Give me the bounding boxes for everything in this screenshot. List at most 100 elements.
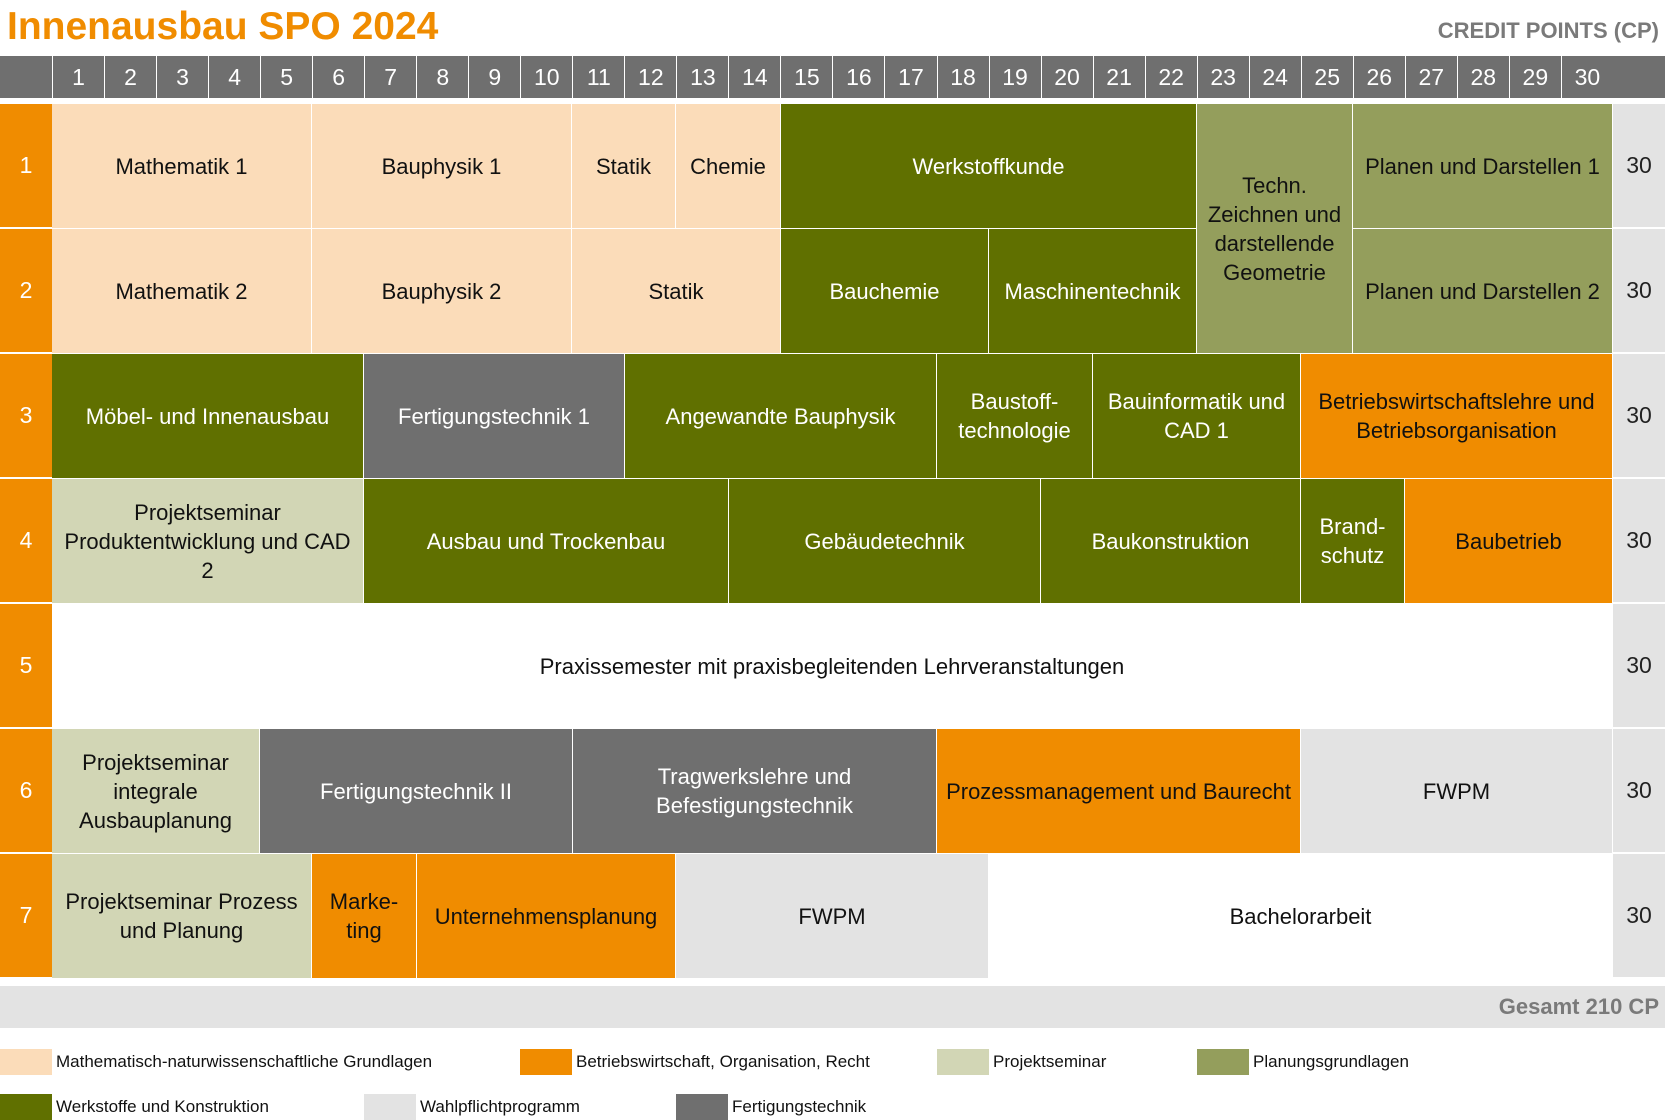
- cp-semester-3: 30: [1613, 354, 1665, 479]
- module-maschinentechnik: Maschinentechnik: [989, 229, 1197, 354]
- cp-column-28: 28: [1456, 56, 1509, 98]
- module-mathematik-1: Mathematik 1: [52, 104, 312, 229]
- module-planen-darstellen-2: Planen und Darstellen 2: [1353, 229, 1613, 354]
- legend-swatch: [676, 1094, 728, 1120]
- semester-label-3: 3: [0, 354, 52, 479]
- legend-item-planungsgrundlagen: Planungsgrundlagen: [1197, 1049, 1409, 1075]
- semester-label-4: 4: [0, 479, 52, 604]
- cp-column-19: 19: [988, 56, 1041, 98]
- cp-column-7: 7: [364, 56, 416, 98]
- cp-column-16: 16: [832, 56, 884, 98]
- legend-item-fertigungstechnik: Fertigungstechnik: [676, 1094, 866, 1120]
- module-baubetrieb: Baubetrieb: [1405, 479, 1613, 604]
- cp-semester-1: 30: [1613, 104, 1665, 229]
- cp-semester-7: 30: [1613, 854, 1665, 979]
- module-baukonstruktion: Baukonstruktion: [1041, 479, 1301, 604]
- module-unternehmensplanung: Unternehmensplanung: [417, 854, 676, 979]
- cp-semester-6: 30: [1613, 729, 1665, 854]
- legend-label: Werkstoffe und Konstruktion: [56, 1097, 269, 1116]
- cp-column-20: 20: [1040, 56, 1093, 98]
- module-bauinformatik-cad-1: Bauinformatik und CAD 1: [1093, 354, 1301, 479]
- module-bachelorarbeit: Bachelorarbeit: [989, 854, 1613, 979]
- cp-column-5: 5: [260, 56, 312, 98]
- cp-column-3: 3: [156, 56, 208, 98]
- module-angewandte-bauphysik: Angewandte Bauphysik: [625, 354, 937, 479]
- cp-semester-4: 30: [1613, 479, 1665, 604]
- legend-swatch: [0, 1049, 52, 1075]
- module-fertigungstechnik-1: Fertigungstechnik 1: [364, 354, 625, 479]
- legend-swatch: [364, 1094, 416, 1120]
- cp-column-23: 23: [1196, 56, 1249, 98]
- legend-item-werkstoffe: Werkstoffe und Konstruktion: [0, 1094, 269, 1120]
- cp-semester-5: 30: [1613, 604, 1665, 729]
- legend-label: Mathematisch-naturwissenschaftliche Grun…: [56, 1052, 433, 1071]
- credit-points-label: CREDIT POINTS (CP): [1437, 18, 1659, 43]
- semester-label-5: 5: [0, 604, 52, 729]
- cp-semester-2: 30: [1613, 229, 1665, 354]
- module-prozessmanagement: Prozessmanagement und Baurecht: [937, 729, 1301, 854]
- module-mathematik-2: Mathematik 2: [52, 229, 312, 354]
- legend-swatch: [937, 1049, 989, 1075]
- module-planen-darstellen-1: Planen und Darstellen 1: [1353, 104, 1613, 229]
- module-chemie: Chemie: [676, 104, 781, 229]
- semester-label-1: 1: [0, 104, 52, 229]
- legend-swatch: [1197, 1049, 1249, 1075]
- cp-column-18: 18: [936, 56, 989, 98]
- page-title: Innenausbau SPO 2024: [7, 5, 439, 48]
- cp-column-8: 8: [416, 56, 468, 98]
- legend-label: Wahlpflichtprogramm: [420, 1097, 580, 1116]
- module-betriebswirtschaftslehre: Betriebswirtschaftslehre und Betriebsorg…: [1301, 354, 1613, 479]
- cp-column-29: 29: [1508, 56, 1561, 98]
- module-baustofftechnologie: Baustoff-technologie: [937, 354, 1093, 479]
- cp-column-9: 9: [468, 56, 520, 98]
- module-brandschutz: Brand-schutz: [1301, 479, 1405, 604]
- cp-column-15: 15: [780, 56, 832, 98]
- module-ausbau-trockenbau: Ausbau und Trockenbau: [364, 479, 729, 604]
- module-marketing: Marke-ting: [312, 854, 417, 979]
- cp-column-11: 11: [572, 56, 624, 98]
- module-projektseminar-ausbauplanung: Projektseminar integrale Ausbauplanung: [52, 729, 260, 854]
- semester-label-7: 7: [0, 854, 52, 979]
- cp-column-25: 25: [1300, 56, 1353, 98]
- module-tragwerkslehre: Tragwerkslehre und Befestigungstechnik: [573, 729, 937, 854]
- cp-column-24: 24: [1248, 56, 1301, 98]
- cp-column-1: 1: [52, 56, 104, 98]
- cp-column-10: 10: [520, 56, 572, 98]
- cp-column-21: 21: [1092, 56, 1145, 98]
- legend-label: Betriebswirtschaft, Organisation, Recht: [576, 1052, 870, 1071]
- module-bauphysik-1: Bauphysik 1: [312, 104, 572, 229]
- total-credit-points: Gesamt 210 CP: [0, 986, 1665, 1028]
- cp-column-27: 27: [1404, 56, 1457, 98]
- legend-item-projektseminar: Projektseminar: [937, 1049, 1106, 1075]
- module-moebel-innenausbau: Möbel- und Innenausbau: [52, 354, 364, 479]
- cp-column-22: 22: [1144, 56, 1197, 98]
- legend-swatch: [520, 1049, 572, 1075]
- legend-item-betriebswirtschaft: Betriebswirtschaft, Organisation, Recht: [520, 1049, 870, 1075]
- cp-column-30: 30: [1560, 56, 1613, 98]
- cp-column-2: 2: [104, 56, 156, 98]
- module-techn-zeichnen: Techn. Zeichnen und darstellende Geometr…: [1197, 104, 1353, 354]
- module-fwpm-7: FWPM: [676, 854, 989, 979]
- cp-column-26: 26: [1352, 56, 1405, 98]
- module-fertigungstechnik-2: Fertigungstechnik II: [260, 729, 573, 854]
- cp-column-12: 12: [624, 56, 676, 98]
- module-bauphysik-2: Bauphysik 2: [312, 229, 572, 354]
- semester-label-2: 2: [0, 229, 52, 354]
- legend-swatch: [0, 1094, 52, 1120]
- legend-item-wahlpflicht: Wahlpflichtprogramm: [364, 1094, 580, 1120]
- semester-label-6: 6: [0, 729, 52, 854]
- cp-column-14: 14: [728, 56, 780, 98]
- module-statik-1: Statik: [572, 104, 676, 229]
- module-statik-2: Statik: [572, 229, 781, 354]
- module-praxissemester: Praxissemester mit praxisbegleitenden Le…: [52, 604, 1613, 729]
- legend-label: Fertigungstechnik: [732, 1097, 867, 1116]
- module-projektseminar-prozess: Projektseminar Prozess und Planung: [52, 854, 312, 979]
- module-gebaeudetechnik: Gebäudetechnik: [729, 479, 1041, 604]
- legend-label: Projektseminar: [993, 1052, 1107, 1071]
- legend-item-mathematik: Mathematisch-naturwissenschaftliche Grun…: [0, 1049, 432, 1075]
- module-fwpm-6: FWPM: [1301, 729, 1613, 854]
- cp-column-4: 4: [208, 56, 260, 98]
- legend-label: Planungsgrundlagen: [1253, 1052, 1409, 1071]
- cp-column-13: 13: [676, 56, 728, 98]
